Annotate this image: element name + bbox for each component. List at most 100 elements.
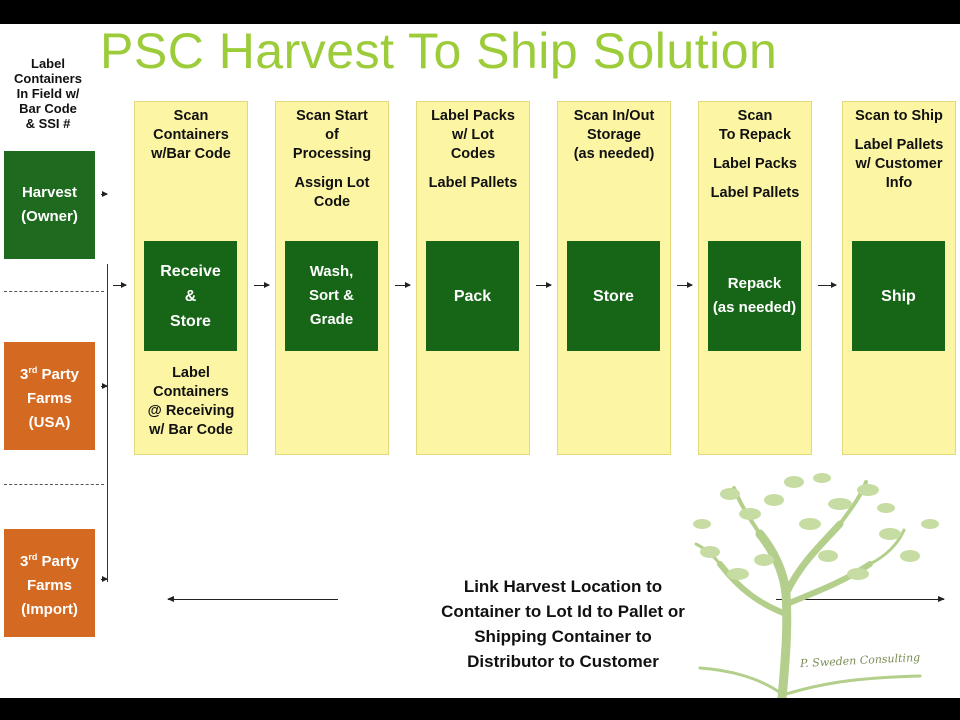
field-label-line: Containers [14, 71, 82, 86]
flow-arrow [101, 383, 108, 389]
stage-step-label: Wash, [309, 263, 354, 280]
stage-instruction-line: of [325, 127, 339, 143]
stage-instruction-line: Info [885, 175, 913, 191]
source-third-party-usa: 3rd Party Farms (USA) [4, 342, 95, 450]
source-line: Farms [26, 389, 72, 407]
stage-instruction-line: w/ Customer [855, 156, 943, 172]
spacer [417, 164, 529, 174]
source-harvest-owner: Harvest (Owner) [4, 151, 95, 259]
divider [4, 291, 104, 292]
flow-arrow [101, 576, 108, 582]
stage-step-label: (as needed) [712, 299, 797, 316]
field-label-line: In Field w/ [16, 86, 80, 101]
stage-instruction-line: Codes [450, 146, 496, 162]
stage-note-line: @ Receiving [147, 403, 235, 419]
flow-arrow [536, 282, 552, 288]
tree-logo [693, 473, 939, 698]
diagram-title: PSC Harvest To Ship Solution [100, 24, 778, 79]
stage-step-label: Store [170, 312, 211, 330]
flow-arrow [395, 282, 411, 288]
stage-instruction-line: Containers [153, 127, 229, 143]
source-line: Farms [26, 576, 72, 594]
stage-instruction-line: Scan to Ship [855, 108, 943, 124]
stage-step-label: Ship [881, 287, 916, 305]
source-line: Harvest [21, 184, 78, 201]
stage-instruction-line: Label Pallets [854, 137, 944, 153]
stage-instruction-line: Scan [737, 108, 773, 124]
stage-instruction-line: To Repack [718, 127, 792, 143]
stage-instruction-line: Label Pallets [710, 185, 800, 201]
stage-step-label: Sort & [309, 287, 354, 304]
field-label-line: & SSI # [25, 116, 71, 131]
stage-instruction-line: Scan [173, 108, 209, 124]
divider [4, 484, 104, 485]
source-connector [107, 264, 108, 582]
stage-instruction-line: Processing [292, 146, 372, 162]
source-ordinal-sup: rd [28, 551, 38, 562]
stage-instruction-line: w/ Lot [452, 127, 494, 143]
field-label-note: Label Containers In Field w/ Bar Code & … [2, 56, 94, 131]
note-line: Shipping Container to [474, 627, 652, 646]
source-line: (Import) [21, 600, 78, 618]
field-label-line: Bar Code [19, 101, 77, 116]
stage-instruction-line: Label Packs [713, 156, 797, 172]
stage-instruction-line: Label Pallets [428, 175, 518, 191]
source-ordinal: 3 [19, 365, 29, 383]
source-line: Party [41, 365, 80, 383]
source-line: (USA) [28, 413, 71, 431]
source-line: (Owner) [21, 208, 78, 225]
source-third-party-import: 3rd Party Farms (Import) [4, 529, 95, 637]
spacer [699, 174, 811, 184]
stage-step-label: Repack [727, 275, 782, 292]
stage-step-box: Receive&Store [144, 241, 237, 351]
spacer [843, 126, 955, 136]
stage-step-box: Wash, Sort & Grade [285, 241, 378, 351]
stage-instruction-line: Label Packs [431, 108, 515, 124]
stage-step-label: Store [593, 287, 634, 305]
stage-step-box: Repack (as needed) [708, 241, 801, 351]
flow-arrow [254, 282, 270, 288]
source-ordinal: 3 [19, 552, 29, 570]
spacer [276, 164, 388, 174]
traceability-note: Link Harvest Location to Container to Lo… [398, 574, 728, 674]
spacer [699, 145, 811, 155]
stage-step-box: Store [567, 241, 660, 351]
stage-instruction-line: w/Bar Code [151, 146, 231, 162]
stage-step-label: & [184, 287, 197, 305]
forward-arrow [776, 596, 945, 602]
stage-instruction-line: Code [313, 194, 351, 210]
flow-arrow [677, 282, 693, 288]
note-line: Container to Lot Id to Pallet or [441, 602, 685, 621]
stage-step-label: Grade [309, 311, 354, 328]
stage-note-line: Containers [153, 384, 229, 400]
stage-step-box: Ship [852, 241, 945, 351]
flow-arrow [101, 191, 108, 197]
stage-step-box: Pack [426, 241, 519, 351]
diagram-canvas: PSC Harvest To Ship Solution Label Conta… [0, 24, 960, 698]
stage-instruction-line: Storage [587, 127, 641, 143]
stage-note-line: Label [172, 365, 210, 381]
note-line: Distributor to Customer [467, 652, 659, 671]
stage-step-label: Pack [453, 287, 492, 305]
stage-instruction-line: (as needed) [573, 146, 655, 162]
stage-instruction-line: Assign Lot [294, 175, 370, 191]
stage-instruction-line: Scan In/Out [573, 108, 655, 124]
back-arrow [167, 596, 338, 602]
stage-note-line: w/ Bar Code [149, 422, 233, 438]
stage-instruction-line: Scan Start [296, 108, 368, 124]
source-ordinal-sup: rd [28, 364, 38, 375]
note-line: Link Harvest Location to [463, 577, 663, 596]
